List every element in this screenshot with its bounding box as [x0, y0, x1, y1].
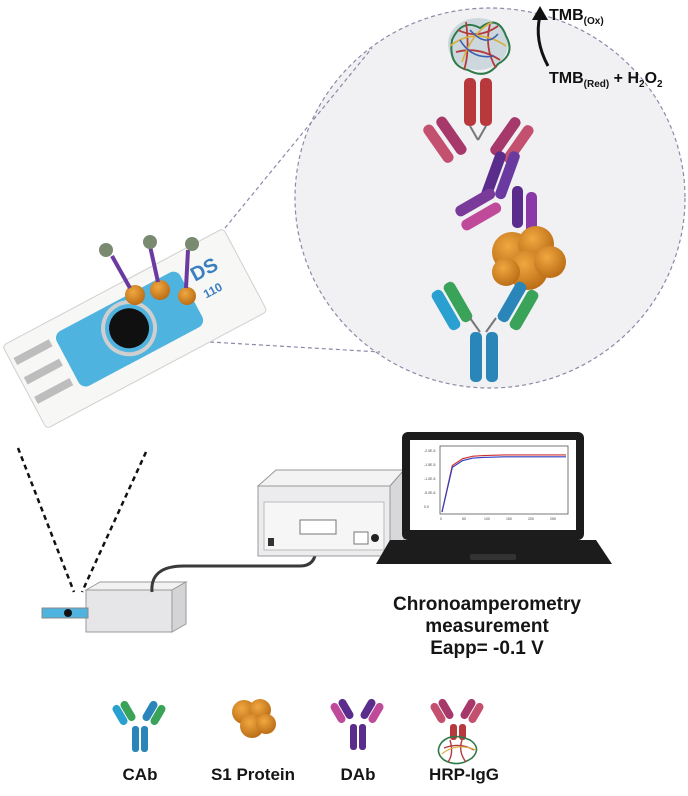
- measurement-caption: Chronoamperometry measurement Eapp= -0.1…: [372, 594, 602, 660]
- s1-protein: [492, 226, 566, 290]
- zoom-callout: [209, 7, 686, 389]
- measurement-line-1: Chronoamperometry: [393, 594, 581, 615]
- hrp-igg-icon: [430, 698, 484, 765]
- chart-series-line-0: [441, 454, 566, 513]
- svg-text:50: 50: [462, 517, 466, 521]
- legend-label-s1-protein: S1 Protein: [210, 765, 296, 784]
- svg-text:-1.0E-5: -1.0E-5: [424, 477, 436, 481]
- screen-printed-electrode: DS 110: [3, 229, 267, 428]
- svg-text:200: 200: [528, 517, 534, 521]
- detection-antibody-icon: [330, 698, 384, 750]
- legend-label-cab: CAb: [122, 765, 158, 784]
- hrp-enzyme-cluster: [448, 18, 511, 75]
- measurement-line-3: Eapp= -0.1 V: [430, 638, 544, 659]
- chart-series-line-1: [441, 456, 566, 513]
- s1-protein-icon: [232, 699, 276, 738]
- detection-antibody: [455, 151, 537, 234]
- electrode-mini-antibodies: [99, 235, 199, 305]
- svg-text:-5.0E-6: -5.0E-6: [424, 491, 436, 495]
- svg-text:150: 150: [506, 517, 512, 521]
- svg-text:250: 250: [550, 517, 556, 521]
- potentiostat-connector: [41, 581, 188, 633]
- legend-label-hrp-igg: HRP-IgG: [429, 765, 499, 784]
- projection-lines: [16, 447, 148, 593]
- svg-text:0.0: 0.0: [424, 505, 429, 509]
- chart-x-ticks: 0 50 100 150 200 250: [440, 517, 556, 521]
- tmb-oxidized-label: TMB(Ox): [549, 7, 604, 28]
- tmb-reduced-label: TMB(Red) + H2O2: [549, 70, 663, 91]
- hrp-igg-antibody: [423, 78, 534, 164]
- capture-antibody: [431, 281, 539, 382]
- chronoamperometry-chart: -2.0E-5 -1.5E-5 -1.0E-5 -5.0E-6 0.0 0 50 100 15…: [424, 445, 569, 521]
- chart-y-ticks: -2.0E-5 -1.5E-5 -1.0E-5 -5.0E-6 0.0: [424, 449, 436, 509]
- legend-label-dab: DAb: [340, 765, 376, 784]
- svg-text:-1.5E-5: -1.5E-5: [424, 463, 436, 467]
- svg-text:-2.0E-5: -2.0E-5: [424, 449, 436, 453]
- capture-antibody-icon: [112, 700, 166, 752]
- svg-text:100: 100: [484, 517, 490, 521]
- reaction-arrow: [532, 6, 550, 67]
- svg-text:0: 0: [440, 517, 442, 521]
- measurement-line-2: measurement: [425, 616, 549, 637]
- potentiostat: [256, 468, 406, 558]
